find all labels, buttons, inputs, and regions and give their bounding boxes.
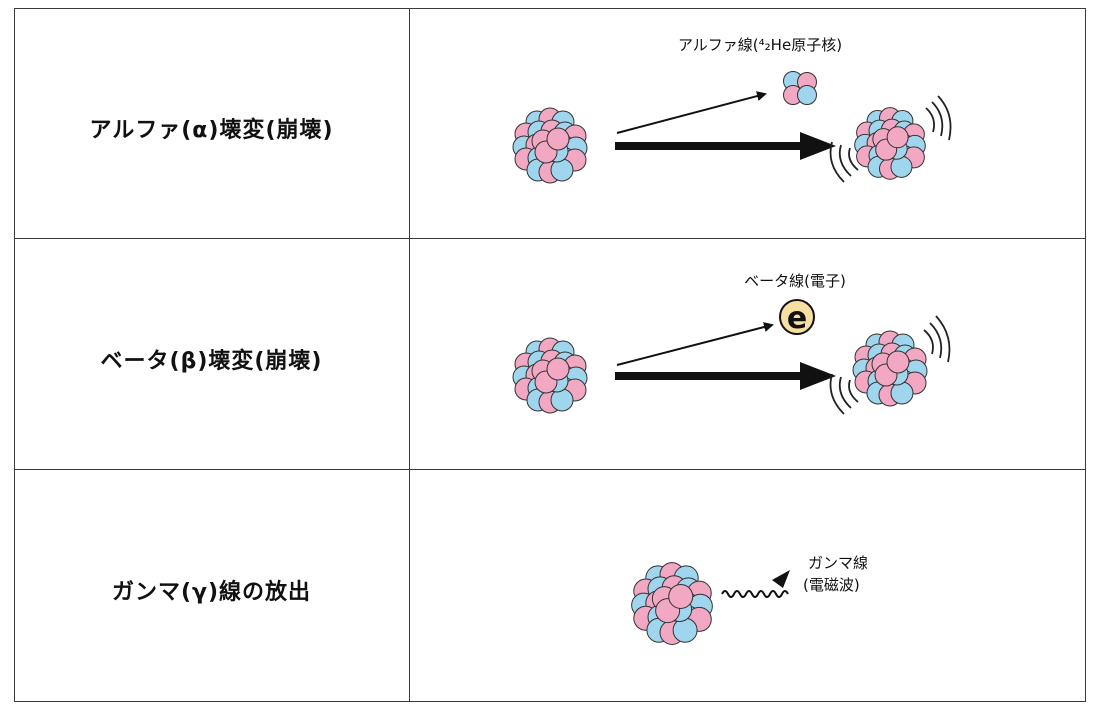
recoil-arrow-head [800, 362, 836, 390]
beta-decay-label: ベータ(β)壊変(崩壊) [100, 349, 323, 374]
gamma-wave [721, 590, 789, 598]
alpha-decay-label: アルファ(α)壊変(崩壊) [89, 118, 334, 143]
daughter-nucleus [854, 107, 926, 180]
recoil-arrow-head [800, 132, 836, 160]
beta-emission-arrow [616, 322, 774, 366]
row-divider [14, 238, 1086, 239]
gamma-row-diagram: ガンマ線 (電磁波) [631, 554, 868, 645]
column-divider [409, 8, 410, 702]
daughter-nucleus [852, 330, 928, 407]
beta-row-diagram: e ベータ線(電子) [512, 272, 951, 415]
parent-nucleus [512, 337, 588, 414]
nucleus [631, 562, 713, 645]
parent-nucleus [512, 107, 588, 184]
row-divider [14, 469, 1086, 470]
vibration-marks [829, 95, 952, 183]
vibration-marks [829, 315, 951, 415]
electron-particle: e [779, 299, 815, 336]
electron-symbol: e [787, 301, 807, 336]
table-frame [14, 8, 1086, 702]
gamma-arrow-head [772, 570, 790, 588]
alpha-emission-label: アルファ線(⁴₂He原子核) [678, 36, 842, 54]
alpha-particle [783, 71, 817, 105]
gamma-emission-label: ガンマ線 [808, 554, 868, 572]
alpha-row-diagram: アルファ線(⁴₂He原子核) [512, 36, 952, 184]
gamma-emission-sublabel: (電磁波) [803, 576, 860, 594]
alpha-emission-arrow [616, 91, 767, 134]
gamma-emission-label: ガンマ(γ)線の放出 [111, 580, 312, 605]
beta-emission-label: ベータ線(電子) [744, 272, 846, 290]
